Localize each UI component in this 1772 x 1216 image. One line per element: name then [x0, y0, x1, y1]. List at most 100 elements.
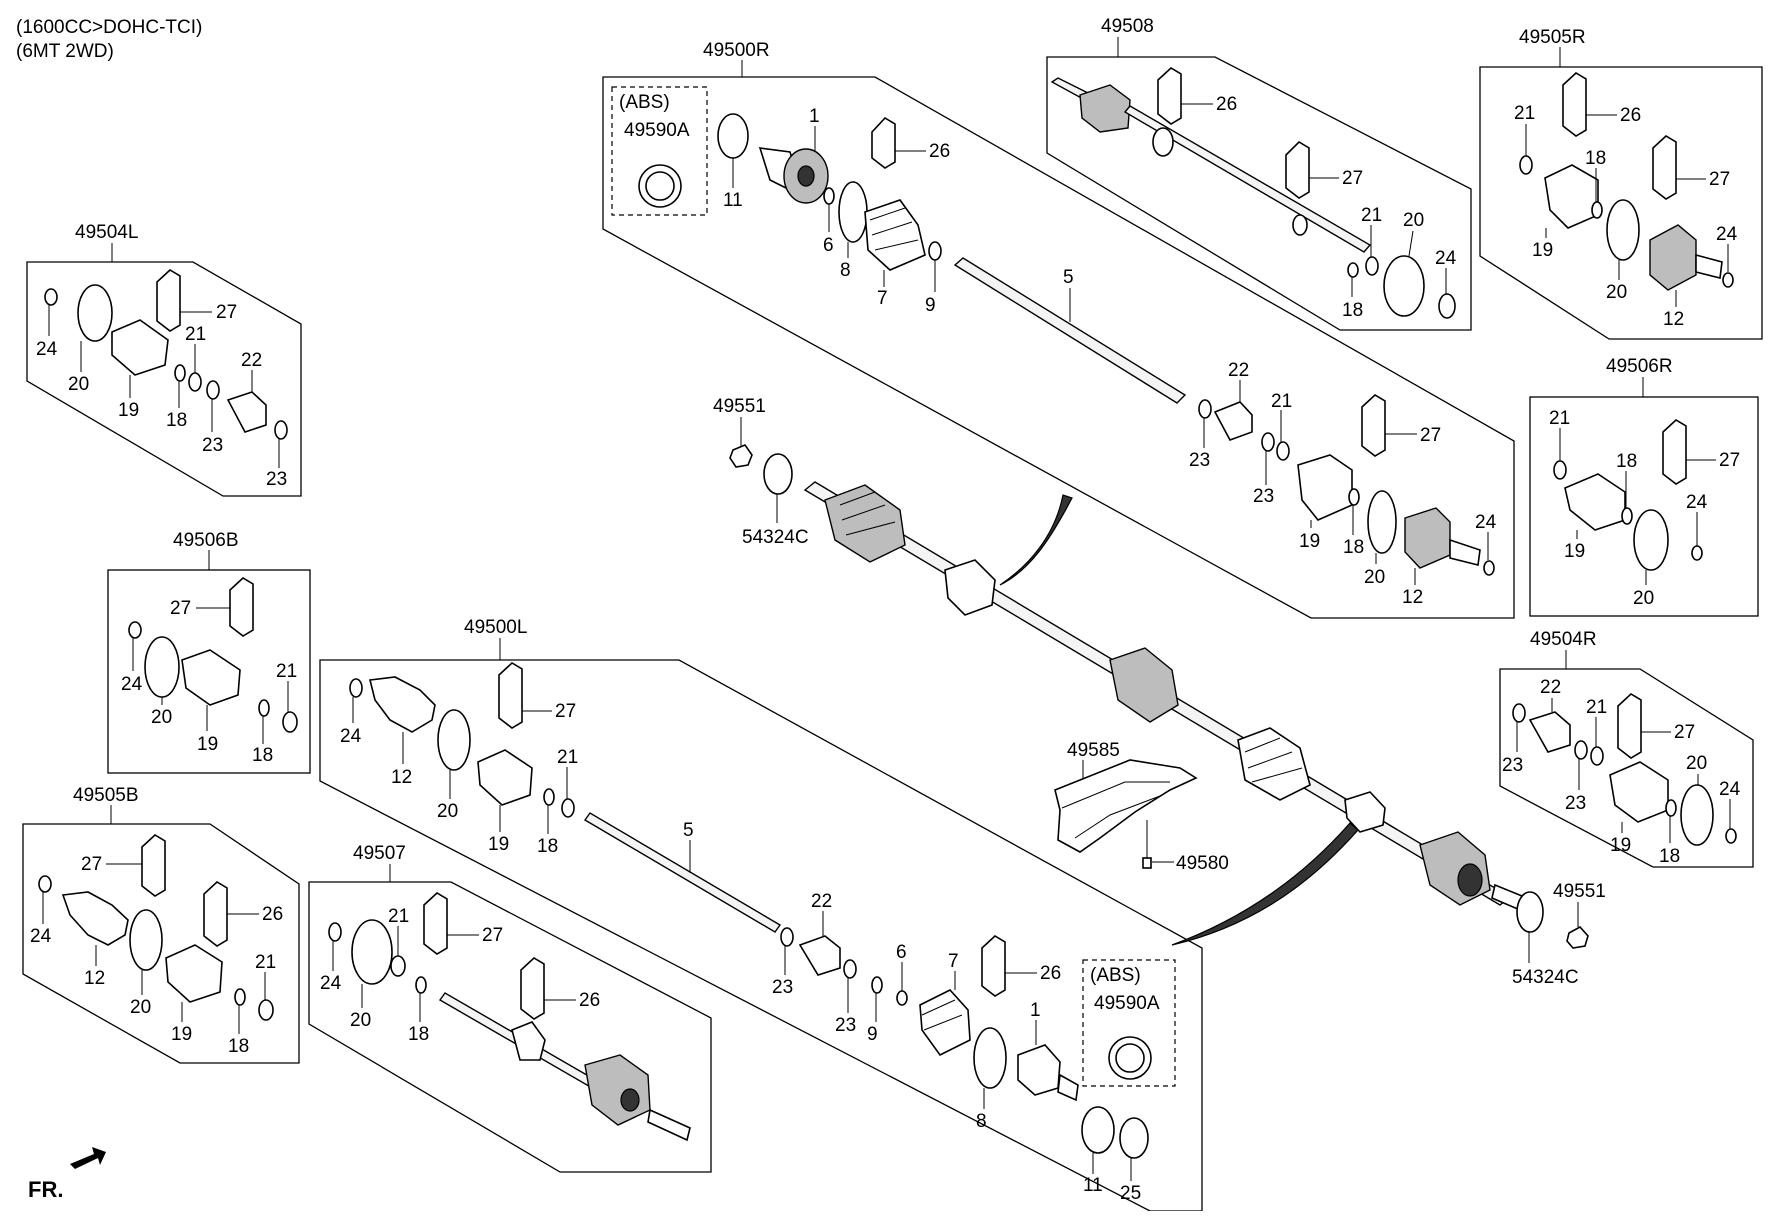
- callout-22-b: 22: [241, 350, 262, 371]
- callout-20-d: 20: [68, 374, 89, 395]
- group-49500L: 49500L 24 12 20 19 27 18 21 5 23 22 23: [319, 617, 1203, 1212]
- group-label-49504L: 49504L: [75, 222, 138, 243]
- callout-20-j: 20: [350, 1010, 371, 1031]
- callout-20-i: 20: [130, 997, 151, 1018]
- callout-22-a: 22: [1228, 360, 1249, 381]
- callout-19-b: 19: [1532, 240, 1553, 261]
- group-label-49507: 49507: [353, 843, 406, 864]
- callout-22-d: 22: [811, 891, 832, 912]
- callout-23-a: 23: [1189, 450, 1210, 471]
- group-label-49506R: 49506R: [1606, 356, 1673, 377]
- callout-24-b: 24: [1435, 248, 1457, 269]
- callout-18-c: 18: [1585, 148, 1606, 169]
- callout-20-b: 20: [1403, 210, 1424, 231]
- callout-11: 11: [723, 190, 743, 211]
- callout-21-j: 21: [388, 906, 409, 927]
- callout-6-b: 6: [896, 942, 907, 963]
- callout-24-h: 24: [340, 726, 362, 747]
- callout-24-c: 24: [1716, 224, 1738, 245]
- callout-21-e: 21: [1549, 408, 1570, 429]
- callout-26-b: 26: [1216, 94, 1237, 115]
- abs-label: (ABS): [619, 92, 670, 113]
- callout-27-b: 27: [1342, 168, 1363, 189]
- callout-23-e: 23: [1502, 755, 1523, 776]
- callout-27-j: 27: [482, 925, 503, 946]
- callout-11-b: 11: [1083, 1175, 1103, 1196]
- part-label-49580: 49580: [1176, 853, 1229, 874]
- group-49507: 49507 24 20 21 27 18 26: [308, 843, 712, 1173]
- callout-9: 9: [925, 295, 936, 316]
- group-49508: 49508 26 27 18 21 20 24: [1046, 16, 1472, 331]
- callout-27-i: 27: [81, 854, 102, 875]
- callout-22-c: 22: [1540, 677, 1561, 698]
- callout-24-f: 24: [121, 674, 143, 695]
- group-label-49500L: 49500L: [464, 617, 527, 638]
- callout-19-d: 19: [1564, 541, 1585, 562]
- callout-27-h: 27: [555, 701, 576, 722]
- callout-19-c: 19: [118, 400, 139, 421]
- front-arrow-icon: [70, 1147, 106, 1169]
- callout-8: 8: [840, 260, 851, 281]
- part-label-54324C-a: 54324C: [742, 527, 809, 548]
- callout-12-d: 12: [84, 968, 105, 989]
- callout-23-h: 23: [835, 1015, 856, 1036]
- callout-23-c: 23: [202, 435, 223, 456]
- callout-12-c: 12: [391, 767, 412, 788]
- callout-18-d: 18: [166, 410, 187, 431]
- part-label-49551-b: 49551: [1553, 881, 1606, 902]
- callout-19-f: 19: [1610, 835, 1631, 856]
- callout-1-b: 1: [1030, 1000, 1041, 1021]
- group-label-49505R: 49505R: [1519, 27, 1586, 48]
- callout-26-c: 26: [1620, 105, 1641, 126]
- callout-1: 1: [809, 106, 820, 127]
- callout-27-e: 27: [1719, 450, 1740, 471]
- front-direction-marker: FR.: [28, 1147, 106, 1202]
- callout-18-j: 18: [408, 1024, 429, 1045]
- callout-7: 7: [877, 288, 888, 309]
- callout-9-b: 9: [867, 1024, 878, 1045]
- callout-24-i: 24: [30, 926, 52, 947]
- callout-25: 25: [1120, 1183, 1141, 1204]
- callout-26-d: 26: [1040, 963, 1061, 984]
- callout-27-f: 27: [170, 598, 191, 619]
- callout-20-a: 20: [1364, 567, 1385, 588]
- callout-5: 5: [1063, 267, 1074, 288]
- part-label-54324C-b: 54324C: [1512, 967, 1579, 988]
- callout-21-c: 21: [1514, 103, 1535, 124]
- front-label: FR.: [28, 1177, 63, 1202]
- group-49500R: 49500R (ABS) 49590A 11 1 6 8 7 9 26 5 23: [602, 40, 1515, 619]
- callout-12-a: 12: [1402, 587, 1423, 608]
- group-49505R: 49505R 21 19 18 26 20 27 12 24: [1479, 27, 1763, 340]
- abs-label-b: (ABS): [1090, 965, 1141, 986]
- bracket-assembly: 49585 49580: [1054, 740, 1229, 874]
- callout-23-d: 23: [266, 469, 287, 490]
- callout-21-h: 21: [557, 747, 578, 768]
- callout-27-g: 27: [1674, 722, 1695, 743]
- callout-24-j: 24: [320, 973, 342, 994]
- engine-spec-line2: (6MT 2WD): [16, 41, 114, 62]
- callout-20-g: 20: [1686, 753, 1707, 774]
- callout-24-e: 24: [1686, 492, 1708, 513]
- callout-21-f: 21: [276, 661, 297, 682]
- callout-18-i: 18: [228, 1036, 249, 1057]
- callout-26-f: 26: [579, 990, 600, 1011]
- callout-19-a: 19: [1299, 531, 1320, 552]
- group-label-49505B: 49505B: [73, 785, 139, 806]
- callout-18-e: 18: [1616, 451, 1637, 472]
- callout-21-a: 21: [1271, 391, 1292, 412]
- callout-23-f: 23: [1565, 793, 1586, 814]
- callout-20-c: 20: [1606, 282, 1627, 303]
- group-49506R: 49506R 21 19 18 27 20 24: [1529, 356, 1759, 617]
- loose-parts-upper: 49551 54324C: [713, 396, 809, 548]
- group-label-49506B: 49506B: [173, 530, 239, 551]
- abs-part-label-b: 49590A: [1094, 993, 1160, 1014]
- callout-7-b: 7: [948, 951, 959, 972]
- callout-18-g: 18: [1659, 846, 1680, 867]
- part-label-49551-a: 49551: [713, 396, 766, 417]
- callout-8-b: 8: [976, 1111, 987, 1132]
- group-label-49504R: 49504R: [1530, 629, 1597, 650]
- group-label-49508: 49508: [1101, 16, 1154, 37]
- swoosh-lower: [1171, 822, 1359, 946]
- callout-18-a: 18: [1343, 537, 1364, 558]
- group-49504L: 49504L 24 20 19 27 18 21 23 22 23: [26, 222, 302, 497]
